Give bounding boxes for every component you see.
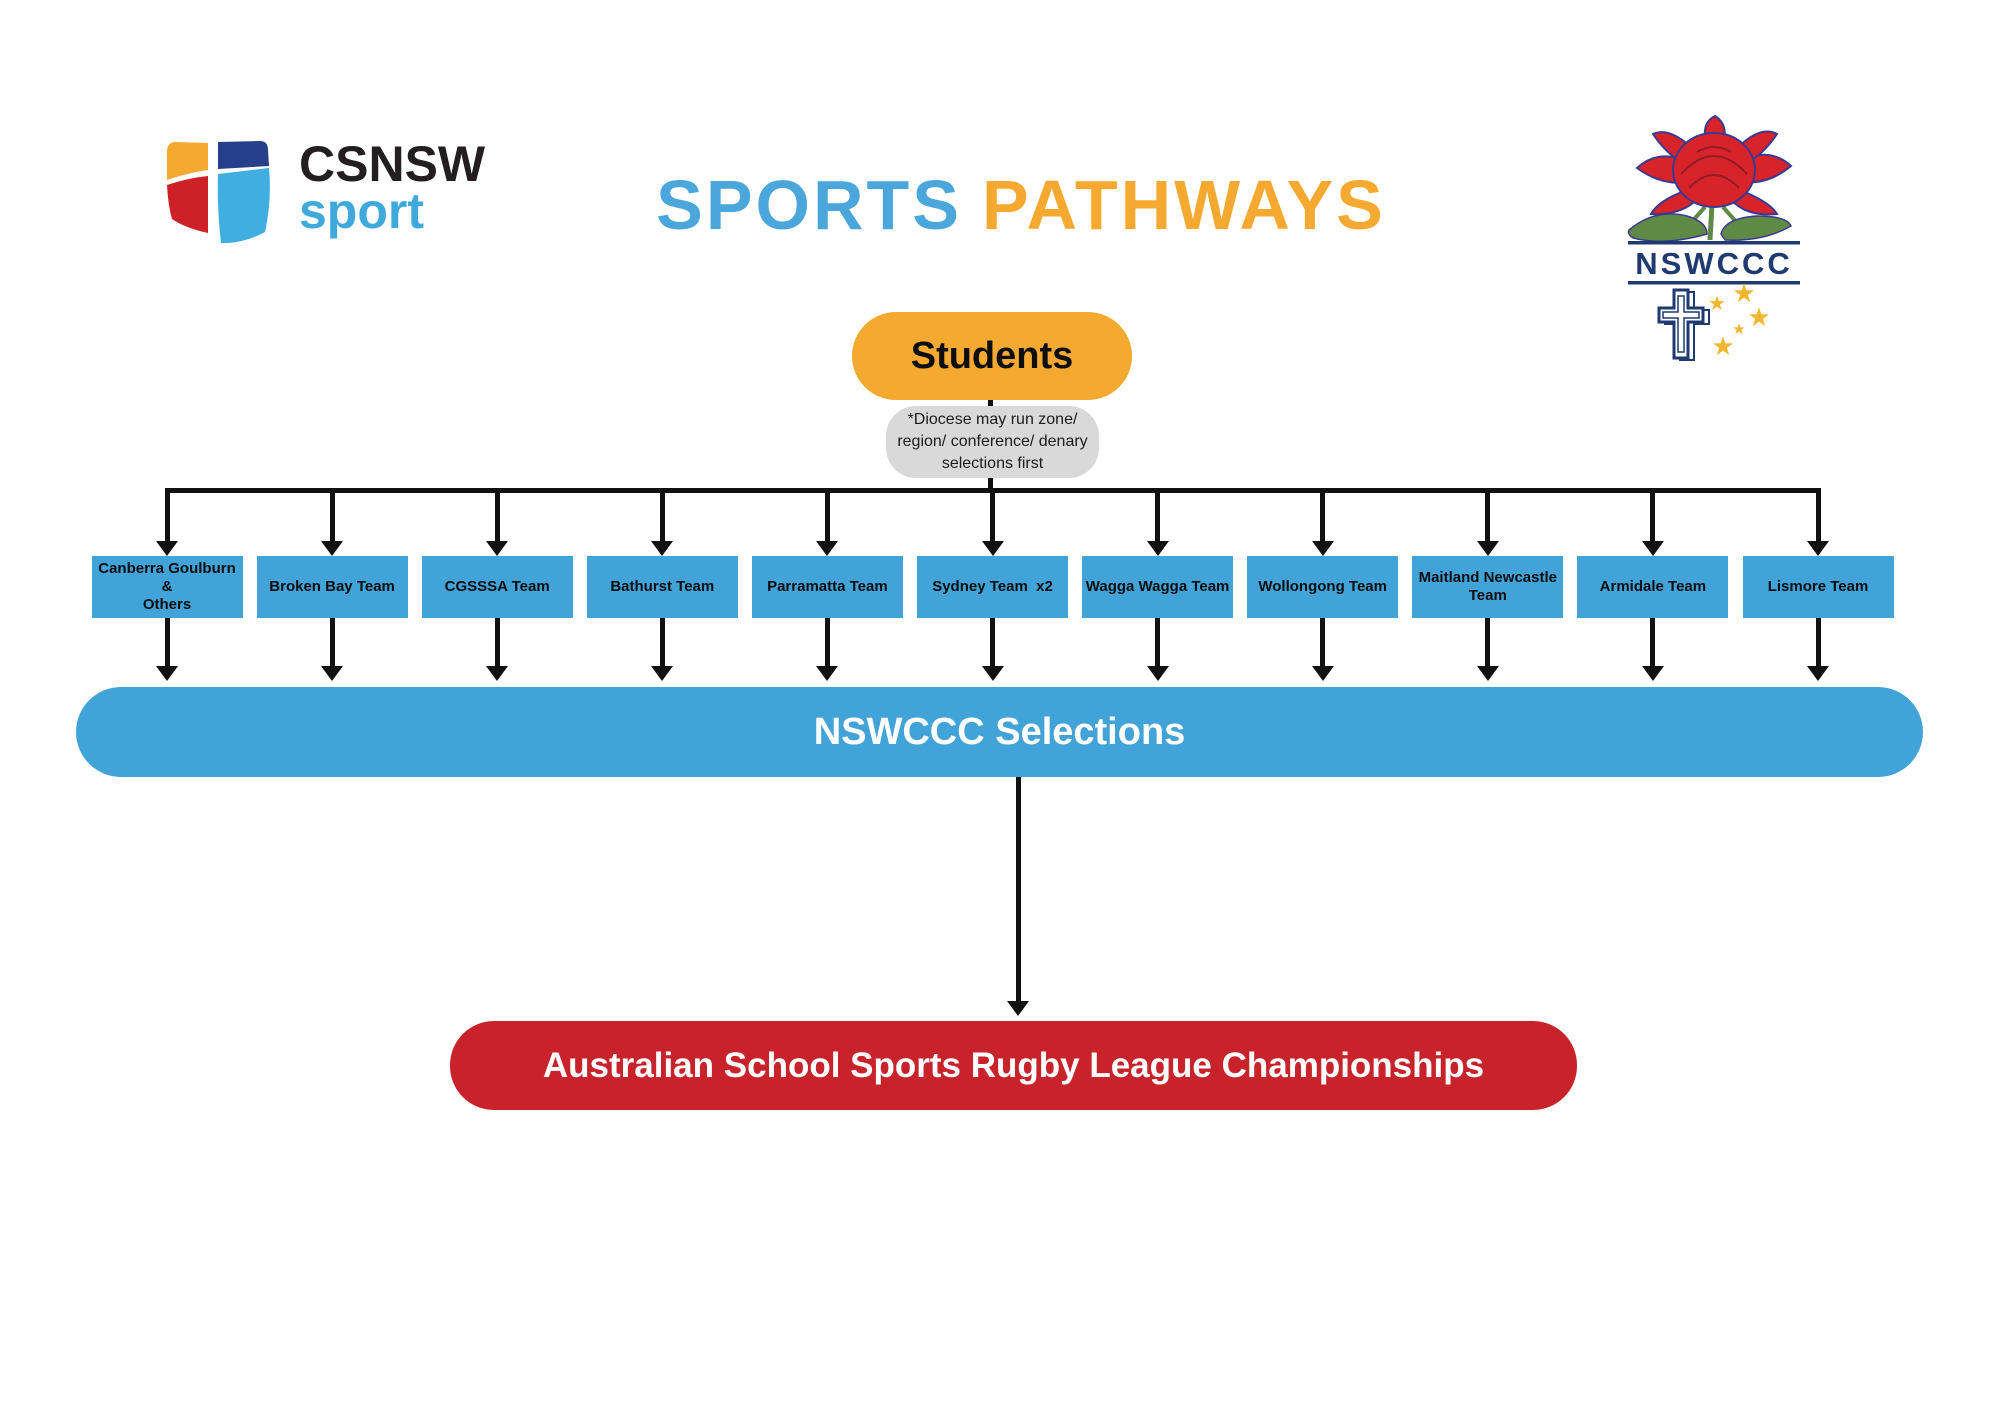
team-box: CGSSSA Team: [421, 556, 573, 618]
diocese-note-text: *Diocese may run zone/ region/ conferenc…: [897, 410, 1088, 473]
championship-label: Australian School Sports Rugby League Ch…: [542, 1045, 1485, 1085]
team-drop-line: [990, 491, 995, 543]
svg-text:★: ★: [1711, 332, 1734, 362]
logo-quadrant-navy: [218, 141, 269, 169]
students-label: Students: [910, 334, 1074, 377]
selections-out-line: [1015, 777, 1021, 1003]
team-drop-line: [824, 491, 830, 543]
svg-text:★: ★: [1708, 291, 1726, 315]
team-out-line: [990, 618, 995, 668]
team-box: Wagga Wagga Team: [1082, 556, 1234, 618]
arrow-down-icon: [1476, 666, 1499, 681]
arrow-down-icon: [156, 541, 178, 556]
arrow-down-icon: [816, 541, 839, 556]
team-drop-line: [1320, 491, 1326, 543]
logo-quadrant-lightblue: [217, 168, 270, 243]
team-drop-line: [1155, 491, 1161, 543]
team-out-line: [1155, 618, 1161, 668]
waratah-leaves: [1627, 203, 1792, 242]
arrow-down-icon: [651, 541, 674, 556]
team-drop-line: [659, 491, 665, 543]
team-box: Sydney Team x2: [917, 556, 1068, 618]
team-out-line: [659, 618, 665, 668]
arrow-down-icon: [1146, 666, 1169, 681]
arrow-down-icon: [1807, 541, 1829, 556]
championship-node: Australian School Sports Rugby League Ch…: [450, 1021, 1577, 1110]
arrow-down-icon: [981, 541, 1004, 556]
arrow-down-icon: [156, 666, 178, 681]
csnsw-wordmark-line1: CSNSW: [299, 136, 486, 192]
team-drop-line: [1815, 491, 1821, 543]
team-drop-line: [164, 491, 170, 543]
team-drop-line: [329, 491, 335, 543]
arrow-down-icon: [1807, 666, 1829, 681]
team-box: Broken Bay Team: [256, 556, 408, 618]
team-out-line: [164, 618, 170, 668]
team-out-line: [1485, 618, 1491, 668]
team-box: Lismore Team: [1742, 556, 1894, 618]
arrow-down-icon: [1311, 541, 1334, 556]
team-out-line: [1650, 618, 1656, 668]
team-box: Parramatta Team: [751, 556, 903, 618]
team-out-line: [824, 618, 830, 668]
logo-quadrant-orange: [167, 142, 208, 180]
arrow-down-icon: [981, 666, 1004, 681]
arrow-down-icon: [1476, 541, 1499, 556]
csnsw-sport-wordmark: CSNSW sport: [299, 136, 486, 239]
arrow-down-icon: [1146, 541, 1169, 556]
team-box: Bathurst Team: [586, 556, 738, 618]
students-node: Students: [852, 312, 1132, 400]
csnsw-wordmark-line2: sport: [299, 183, 424, 239]
csnsw-sport-logo-icon: [167, 141, 270, 243]
waratah-flower: [1635, 114, 1793, 216]
arrow-down-icon: [1311, 666, 1334, 681]
arrow-down-icon: [1641, 541, 1664, 556]
arrow-down-icon: [651, 666, 674, 681]
team-drop-line: [494, 491, 500, 543]
team-out-line: [1815, 618, 1821, 668]
nswccc-acronym: NSWCCC: [1635, 246, 1793, 281]
arrow-down-icon: [321, 541, 344, 556]
nswccc-selections-label: NSWCCC Selections: [813, 710, 1186, 753]
svg-text:★: ★: [1732, 279, 1755, 309]
team-box: Canberra Goulburn & Others: [91, 556, 243, 618]
svg-text:★: ★: [1732, 320, 1745, 338]
distribution-line: [164, 488, 1821, 493]
team-out-line: [329, 618, 335, 668]
arrow-down-icon: [816, 666, 839, 681]
team-drop-line: [1650, 491, 1656, 543]
cross-icon: [1657, 288, 1710, 361]
page-title-sports: SPORTS: [656, 166, 962, 244]
nswccc-rule-bottom: [1628, 281, 1800, 285]
team-out-line: [494, 618, 500, 668]
team-out-line: [1320, 618, 1326, 668]
arrow-down-icon: [486, 541, 509, 556]
team-box: Armidale Team: [1577, 556, 1729, 618]
logo-quadrant-red: [167, 176, 208, 233]
team-box: Wollongong Team: [1247, 556, 1399, 618]
arrow-down-icon: [486, 666, 509, 681]
nswccc-selections-node: NSWCCC Selections: [76, 687, 1923, 777]
arrow-down-icon: [1007, 1001, 1029, 1016]
page-title-pathways: PATHWAYS: [981, 166, 1386, 244]
nswccc-logo-icon: NSWCCC ★ ★ ★ ★ ★: [1627, 114, 1800, 362]
arrow-down-icon: [321, 666, 344, 681]
team-drop-line: [1485, 491, 1491, 543]
stars-icon: ★ ★ ★ ★ ★: [1708, 279, 1771, 362]
nswccc-rule-top: [1628, 241, 1800, 245]
diocese-note: *Diocese may run zone/ region/ conferenc…: [886, 406, 1099, 478]
arrow-down-icon: [1641, 666, 1664, 681]
team-box: Maitland Newcastle Team: [1412, 556, 1564, 618]
svg-text:★: ★: [1747, 303, 1770, 333]
